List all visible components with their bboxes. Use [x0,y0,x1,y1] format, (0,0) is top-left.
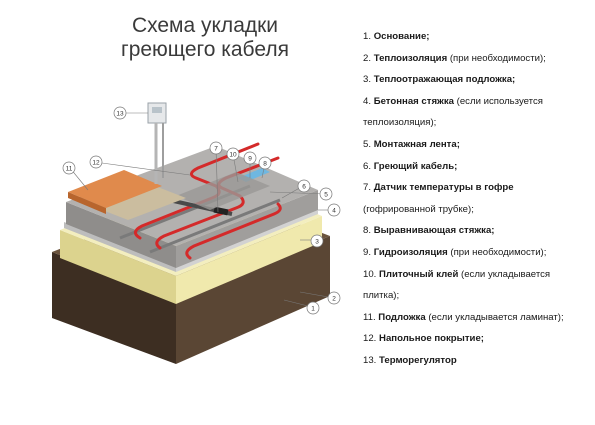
callout-12: 12 [89,155,103,169]
layer-laminate [68,170,162,214]
svg-text:13: 13 [116,110,124,117]
svg-text:4: 4 [332,207,336,214]
svg-text:6: 6 [302,183,306,190]
legend-item-11: 11. Подложка (если укладывается ламинат)… [363,311,564,323]
layer-legend: 1. Основание; 2. Теплоизоляция (при необ… [363,26,591,372]
callout-4: 4 [327,203,341,217]
svg-text:11: 11 [66,165,73,172]
legend-item-9: 9. Гидроизоляция (при необходимости); [363,246,547,258]
svg-text:5: 5 [324,191,328,198]
svg-text:3: 3 [315,238,319,245]
legend-item-2: 2. Теплоизоляция (при необходимости); [363,52,546,64]
svg-text:7: 7 [214,145,218,152]
legend-item-8: 8. Выравнивающая стяжка; [363,225,495,237]
svg-text:10: 10 [229,151,237,158]
callout-3: 3 [310,234,324,248]
callout-5: 5 [319,187,333,201]
callout-2: 2 [327,291,341,305]
callout-6: 6 [297,179,311,193]
layer-tile [92,184,186,220]
svg-text:12: 12 [92,159,100,166]
diagram-title: Схема укладки греющего кабеля [96,14,314,62]
callout-10: 10 [226,147,240,161]
svg-text:9: 9 [248,155,252,162]
callout-8: 8 [258,156,272,170]
legend-item-5: 5. Монтажная лента; [363,138,460,150]
svg-text:8: 8 [263,160,267,167]
callout-11: 11 [62,161,76,175]
legend-item-13: 13. Терморегулятор [363,354,457,366]
layer-leveling-screed [176,172,270,210]
legend-item-6: 6. Греющий кабель; [363,160,458,172]
callout-markers: 13 12 11 7 10 9 8 6 [62,106,341,315]
svg-text:1: 1 [311,305,315,312]
title-line-1: Схема укладки [131,14,279,37]
legend-item-12: 12. Напольное покрытие; [363,333,484,345]
svg-text:2: 2 [332,295,336,302]
callout-7: 7 [209,141,223,155]
callout-9: 9 [243,151,257,165]
callout-13: 13 [113,106,127,120]
floor-layers-diagram: 13 12 11 7 10 9 8 6 [52,102,341,364]
legend-item-1: 1. Основание; [363,31,430,42]
legend-item-7: 7. Датчик температуры в гофре(гофрирован… [363,182,514,215]
legend-item-3: 3. Теплоотражающая подложка; [363,74,516,86]
title-line-2: греющего кабеля [121,38,289,61]
callout-1: 1 [306,301,320,315]
